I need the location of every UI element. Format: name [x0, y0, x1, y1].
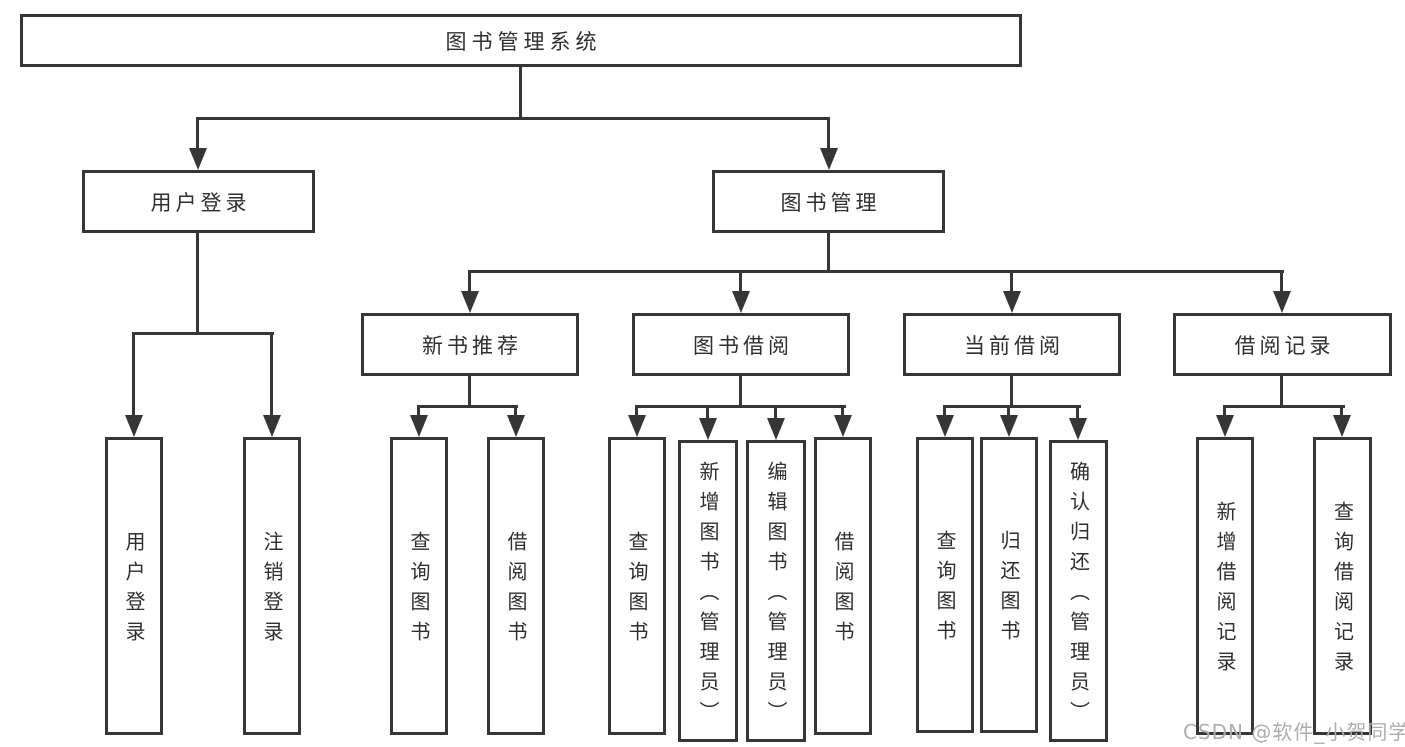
leaf-query-books-2-label: 查询图书 [625, 531, 649, 651]
connector-line [468, 270, 1284, 273]
leaf-add-borrow-record: 新增借阅记录 [1196, 437, 1254, 735]
connector-line [196, 233, 199, 334]
node-book-borrowing: 图书借阅 [632, 313, 850, 376]
node-new-book-recommend: 新书推荐 [361, 313, 579, 376]
connector-line [1010, 272, 1013, 293]
connector-line [841, 407, 844, 417]
connector-line [1223, 407, 1226, 417]
node-user-login-label: 用户登录 [150, 190, 251, 215]
leaf-query-books-1: 查询图书 [390, 437, 448, 735]
node-new-book-recommend-label: 新书推荐 [422, 333, 522, 358]
connector-line [519, 67, 522, 119]
connector-line [270, 334, 273, 417]
leaf-logout-label: 注销登录 [260, 531, 284, 651]
leaf-return-books-label: 归还图书 [997, 530, 1021, 650]
arrow-down-icon [461, 291, 479, 313]
connector-line [739, 272, 742, 293]
connector-line [827, 119, 830, 150]
node-borrowing-records-label: 借阅记录 [1234, 333, 1335, 358]
arrow-down-icon [1333, 415, 1351, 437]
leaf-confirm-return-admin-label: 确认归还（管理员） [1066, 461, 1091, 731]
connector-line [1010, 376, 1013, 407]
leaf-add-borrow-record-label: 新增借阅记录 [1213, 501, 1237, 681]
leaf-borrow-books-1-label: 借阅图书 [504, 531, 528, 651]
csdn-watermark: CSDN @软件_小贺同学 [1183, 720, 1405, 744]
leaf-logout: 注销登录 [243, 437, 301, 735]
connector-line [196, 119, 199, 150]
arrow-down-icon [699, 418, 717, 440]
leaf-add-books-admin-label: 新增图书（管理员） [696, 461, 720, 731]
arrow-down-icon [507, 415, 525, 437]
connector-line [827, 233, 830, 272]
node-root-label: 图书管理系统 [445, 29, 602, 54]
leaf-borrow-books-1: 借阅图书 [487, 437, 545, 735]
connector-line [1223, 405, 1345, 408]
arrow-down-icon [767, 418, 785, 440]
connector-line [468, 376, 471, 407]
connector-line [706, 407, 709, 420]
connector-line [417, 405, 518, 408]
leaf-edit-books-admin: 编辑图书（管理员） [746, 440, 806, 742]
connector-line [943, 407, 946, 417]
leaf-query-borrow-record-label: 查询借阅记录 [1330, 501, 1355, 681]
arrow-down-icon [263, 415, 281, 437]
connector-line [774, 407, 777, 420]
connector-line [1076, 407, 1079, 420]
arrow-down-icon [1000, 415, 1018, 437]
connector-line [514, 407, 517, 417]
connector-line [132, 332, 274, 335]
arrow-down-icon [125, 415, 143, 437]
node-user-login: 用户登录 [82, 170, 315, 233]
arrow-down-icon [732, 291, 750, 313]
node-current-borrowing-label: 当前借阅 [964, 333, 1064, 358]
arrow-down-icon [834, 415, 852, 437]
leaf-return-books: 归还图书 [980, 437, 1038, 733]
node-book-borrowing-label: 图书借阅 [693, 333, 793, 358]
leaf-confirm-return-admin: 确认归还（管理员） [1049, 440, 1108, 742]
connector-line [635, 407, 638, 417]
connector-line [1280, 272, 1283, 293]
arrow-down-icon [936, 415, 954, 437]
leaf-edit-books-admin-label: 编辑图书（管理员） [764, 461, 788, 731]
connector-line [1340, 407, 1343, 417]
node-book-management-label: 图书管理 [780, 190, 881, 215]
arrow-down-icon [1069, 418, 1087, 440]
connector-line [1280, 376, 1283, 407]
arrow-down-icon [628, 415, 646, 437]
arrow-down-icon [820, 148, 838, 170]
node-current-borrowing: 当前借阅 [903, 313, 1121, 376]
leaf-add-books-admin: 新增图书（管理员） [678, 440, 738, 742]
connector-line [739, 376, 742, 407]
arrow-down-icon [1216, 415, 1234, 437]
arrow-down-icon [1003, 291, 1021, 313]
connector-line [943, 405, 1081, 408]
leaf-query-books-2: 查询图书 [608, 437, 666, 735]
leaf-borrow-books-2: 借阅图书 [814, 437, 872, 735]
leaf-query-books-1-label: 查询图书 [407, 531, 431, 651]
node-root: 图书管理系统 [20, 14, 1022, 67]
arrow-down-icon [1273, 291, 1291, 313]
leaf-query-books-3: 查询图书 [916, 437, 974, 733]
leaf-borrow-books-2-label: 借阅图书 [831, 531, 855, 651]
leaf-user-login-label: 用户登录 [122, 531, 146, 651]
connector-line [635, 405, 846, 408]
leaf-user-login: 用户登录 [105, 437, 163, 735]
arrow-down-icon [189, 148, 207, 170]
connector-line [417, 407, 420, 417]
leaf-query-books-3-label: 查询图书 [933, 530, 957, 650]
node-borrowing-records: 借阅记录 [1173, 313, 1392, 376]
leaf-query-borrow-record: 查询借阅记录 [1313, 437, 1372, 735]
arrow-down-icon [410, 415, 428, 437]
connector-line [132, 334, 135, 417]
node-book-management: 图书管理 [712, 170, 945, 233]
connector-line [196, 117, 830, 120]
connector-line [1007, 407, 1010, 417]
connector-line [468, 272, 471, 293]
